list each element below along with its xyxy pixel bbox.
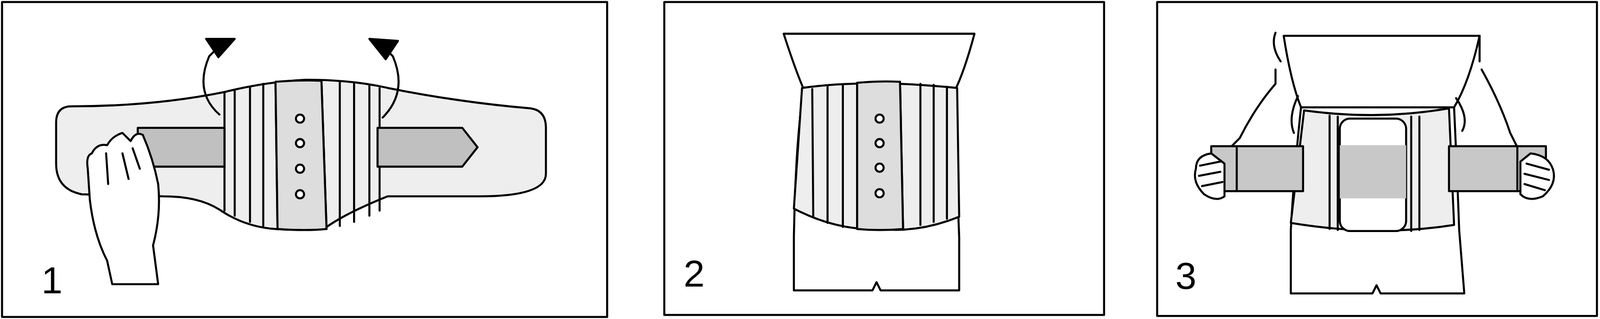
step-number: 2 [683, 254, 705, 293]
step-number: 3 [1175, 256, 1197, 295]
step-number: 1 [41, 261, 63, 300]
